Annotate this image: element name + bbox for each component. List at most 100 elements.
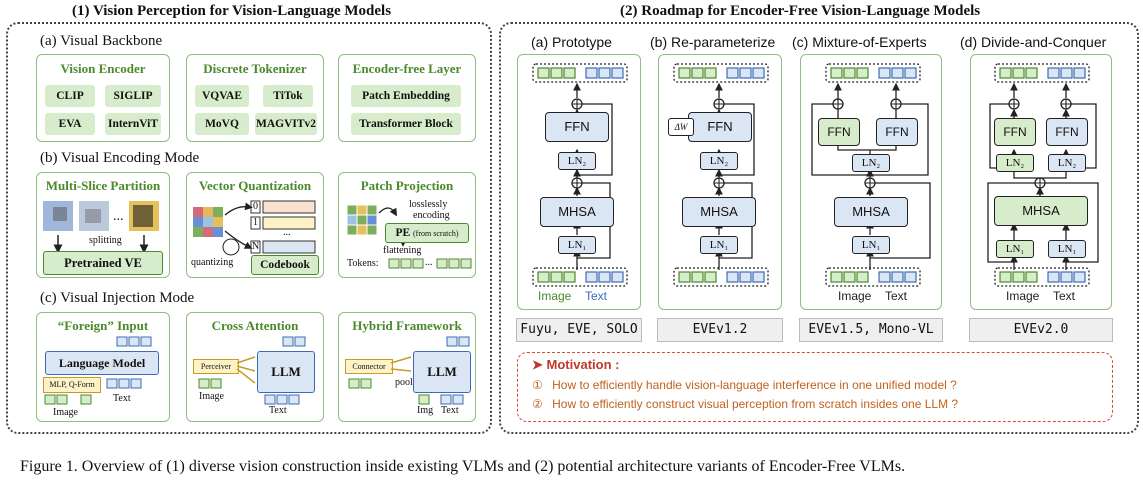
multi-slice-ellipsis: ... [113, 209, 124, 224]
patch-projection-title: Patch Projection [360, 178, 454, 193]
encoder-free-title: Encoder-free Layer [352, 61, 462, 76]
visual-injection-heading: (c) Visual Injection Mode [40, 290, 195, 306]
ln1-block: LN₁ [996, 240, 1034, 258]
backbone-item: CLIP [45, 85, 95, 107]
vector-quantization-box: Vector Quantization 0 1 ... N quantizing… [186, 172, 324, 278]
q1-text: How to efficiently handle vision-languag… [552, 378, 957, 392]
mhsa-block: MHSA [540, 197, 614, 227]
ln2-block: LN₂ [996, 154, 1034, 172]
perceiver-block: Perceiver [193, 359, 239, 374]
pretrained-ve: Pretrained VE [43, 251, 163, 275]
roadmap-title-prototype: (a) Prototype [531, 34, 612, 50]
vision-encoder-box: Vision Encoder CLIP SIGLIP EVA InternViT [36, 54, 170, 142]
cross-attention-arrows [198, 336, 306, 405]
q1-number: ① [532, 378, 543, 392]
backbone-item: MAGVITv2 [255, 113, 317, 135]
mhsa-block: MHSA [994, 196, 1088, 226]
text-label: Text [585, 289, 608, 303]
backbone-item: TiTok [263, 85, 313, 107]
hybrid-title: Hybrid Framework [352, 318, 462, 333]
roadmap-title-moe: (c) Mixture-of-Experts [792, 34, 927, 50]
connector-block: Connector [345, 359, 393, 374]
ffn-block: FFN [876, 118, 918, 146]
backbone-item: Transformer Block [351, 113, 461, 135]
mhsa-block: MHSA [834, 197, 908, 227]
mlp-qform-block: MLP, Q-Form [43, 377, 101, 393]
tokens-label: Tokens: [347, 258, 379, 269]
multi-slice-title: Multi-Slice Partition [45, 178, 161, 193]
vq-index: N [252, 241, 260, 252]
ln1-block: LN₁ [852, 236, 890, 254]
pool-label: pool [395, 377, 413, 388]
image-label: Image [538, 289, 572, 303]
foreign-input-box: “Foreign” Input Language Model MLP, Q-Fo… [36, 312, 170, 422]
roadmap-caption-reparam: EVEv1.2 [657, 318, 783, 342]
multi-slice-box: Multi-Slice Partition ... splitting Pret… [36, 172, 170, 278]
ln1-block: LN₁ [1048, 240, 1086, 258]
language-model-block: Language Model [45, 351, 159, 375]
vq-dots: ... [283, 227, 291, 238]
multi-slice-illustration [43, 201, 159, 254]
backbone-item: InternViT [105, 113, 161, 135]
llm-block: LLM [257, 351, 315, 393]
ffn-block: FFN [688, 112, 752, 142]
cross-text-label: Text [269, 405, 287, 416]
roadmap-caption-prototype: Fuyu, EVE, SOLO [516, 318, 642, 342]
ffn-block: FFN [994, 118, 1036, 146]
ln2-block: LN₂ [852, 154, 890, 172]
text-label: Text [885, 289, 908, 303]
motivation-text: Motivation : [546, 357, 620, 372]
backbone-item: Patch Embedding [351, 85, 461, 107]
figure-caption: Figure 1. Overview of (1) diverse vision… [20, 458, 906, 475]
flattening-label: flattening [383, 245, 422, 256]
right-panel [499, 22, 1139, 434]
pe-label: PE [395, 227, 411, 239]
patch-projection-box: Patch Projection losslessly encoding PE … [338, 172, 476, 278]
motivation-q2: ② How to efficiently construct visual pe… [532, 397, 958, 411]
roadmap-caption-divide: EVEv2.0 [969, 318, 1113, 342]
motivation-box [517, 352, 1113, 422]
roadmap-caption-moe: EVEv1.5, Mono-VL [799, 318, 943, 342]
codebook: Codebook [251, 255, 319, 275]
vq-illustration [193, 200, 316, 256]
foreign-text-label: Text [113, 393, 131, 404]
visual-encoding-heading: (b) Visual Encoding Mode [40, 150, 200, 166]
encoder-free-box: Encoder-free Layer Patch Embedding Trans… [338, 54, 476, 142]
image-label: Image [838, 289, 872, 303]
backbone-item: MoVQ [195, 113, 249, 135]
image-label: Image [1006, 289, 1040, 303]
discrete-tokenizer-title: Discrete Tokenizer [203, 61, 307, 76]
hybrid-llm-block: LLM [413, 351, 471, 393]
discrete-tokenizer-box: Discrete Tokenizer VQVAE TiTok MoVQ MAGV… [186, 54, 324, 142]
ln1-block: LN₁ [700, 236, 738, 254]
splitting-label: splitting [89, 235, 122, 246]
backbone-item: VQVAE [195, 85, 249, 107]
cross-attention-box: Cross Attention Perceiver LLM Image Text [186, 312, 324, 422]
patch-embedding-pe: PE (from scratch) [385, 223, 469, 243]
foreign-image-label: Image [53, 407, 78, 418]
q2-number: ② [532, 397, 543, 411]
encoding-label: encoding [413, 210, 450, 221]
text-label: Text [1053, 289, 1076, 303]
hybrid-arrows [348, 336, 470, 405]
roadmap-box-divide [970, 54, 1112, 310]
motivation-arrow-icon: ➤ [532, 357, 543, 372]
ln2-block: LN₂ [1048, 154, 1086, 172]
ffn-block: FFN [818, 118, 860, 146]
cross-attention-title: Cross Attention [211, 318, 299, 333]
motivation-q1: ① How to efficiently handle vision-langu… [532, 378, 957, 392]
vq-index: 1 [253, 217, 258, 228]
visual-backbone-heading: (a) Visual Backbone [40, 33, 163, 49]
vision-encoder-title: Vision Encoder [60, 61, 146, 76]
foreign-input-title: “Foreign” Input [57, 318, 149, 333]
right-panel-title: (2) Roadmap for Encoder-Free Vision-Lang… [620, 3, 981, 19]
left-panel-title: (1) Vision Perception for Vision-Languag… [72, 3, 392, 19]
roadmap-title-reparam: (b) Re-parameterize [650, 34, 776, 50]
motivation-label: ➤ Motivation : [532, 357, 619, 373]
ln2-block: LN₂ [700, 152, 738, 170]
hybrid-text-label: Text [441, 405, 459, 416]
backbone-item: EVA [45, 113, 95, 135]
ln1-block: LN₁ [558, 236, 596, 254]
tokens-dots: ... [425, 257, 433, 268]
